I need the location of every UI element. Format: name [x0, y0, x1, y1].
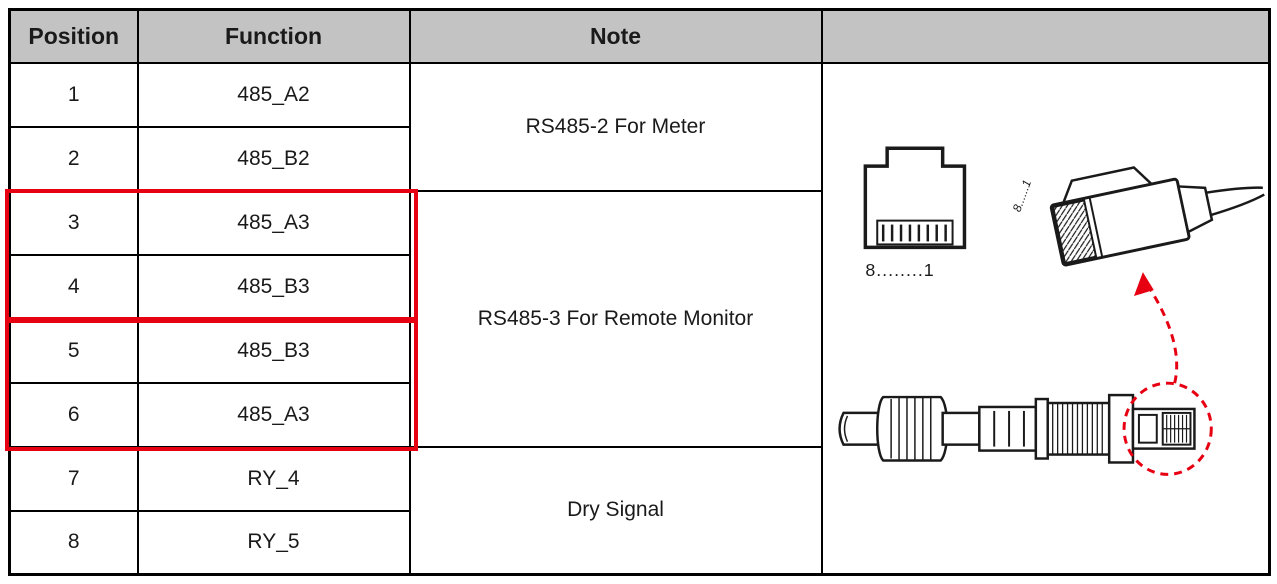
- table-row: 6 485_A3: [8, 381, 1270, 448]
- position-cell: 8: [8, 509, 139, 576]
- plug-pin-order-label: 8......1: [1009, 177, 1033, 213]
- rj45-plug-icon: 8......1: [1009, 165, 1265, 267]
- header-position: Position: [8, 8, 139, 64]
- function-cell: 485_A3: [136, 381, 411, 448]
- header-row: Position Function Note: [8, 8, 1271, 64]
- connector-diagram: 8........1 8......1: [820, 61, 1271, 576]
- function-cell: RY_5: [136, 509, 411, 576]
- position-cell: 2: [8, 125, 139, 192]
- table-row: 1 485_A2 RS485-2 For Meter: [8, 61, 1271, 576]
- highlight-circle: [1122, 381, 1213, 476]
- function-cell: 485_B3: [136, 253, 411, 320]
- position-cell: 7: [8, 445, 139, 512]
- function-cell: 485_A3: [136, 189, 411, 256]
- note-cell-dry-signal: Dry Signal: [408, 445, 823, 576]
- table-row: 3 485_A3 RS485-3 For Remote Monitor: [8, 189, 1270, 448]
- header-note: Note: [408, 8, 823, 64]
- note-cell-rs485-2: RS485-2 For Meter: [408, 61, 823, 192]
- position-cell: 1: [8, 61, 139, 128]
- function-cell: 485_B3: [136, 317, 411, 384]
- position-cell: 4: [8, 253, 139, 320]
- note-cell-rs485-3: RS485-3 For Remote Monitor: [408, 189, 823, 448]
- position-cell: 3: [8, 189, 139, 256]
- position-cell: 5: [8, 317, 139, 384]
- position-cell: 6: [8, 381, 139, 448]
- table-row: 5 485_B3: [8, 317, 1270, 384]
- connector-diagram-svg: 8........1 8......1: [837, 146, 1265, 476]
- highlight-arrowhead: [1133, 271, 1154, 296]
- function-cell: 485_A2: [136, 61, 411, 128]
- rj45-jack-front-icon: 8........1: [863, 146, 966, 280]
- function-cell: RY_4: [136, 445, 411, 512]
- rj45-pinout-table: Position Function Note 1 485_A2 RS485-2 …: [8, 8, 1271, 576]
- table-row: 2 485_B2: [8, 125, 1270, 192]
- header-diagram: [820, 8, 1271, 64]
- highlight-arrow: [1145, 282, 1178, 384]
- table-row: 7 RY_4 Dry Signal: [8, 445, 1270, 576]
- cable-gland-icon: [837, 393, 1196, 464]
- header-function: Function: [136, 8, 411, 64]
- function-cell: 485_B2: [136, 125, 411, 192]
- table-row: 4 485_B3: [8, 253, 1270, 320]
- table-row: 8 RY_5: [8, 509, 1270, 576]
- jack-pin-order-label: 8........1: [865, 260, 934, 280]
